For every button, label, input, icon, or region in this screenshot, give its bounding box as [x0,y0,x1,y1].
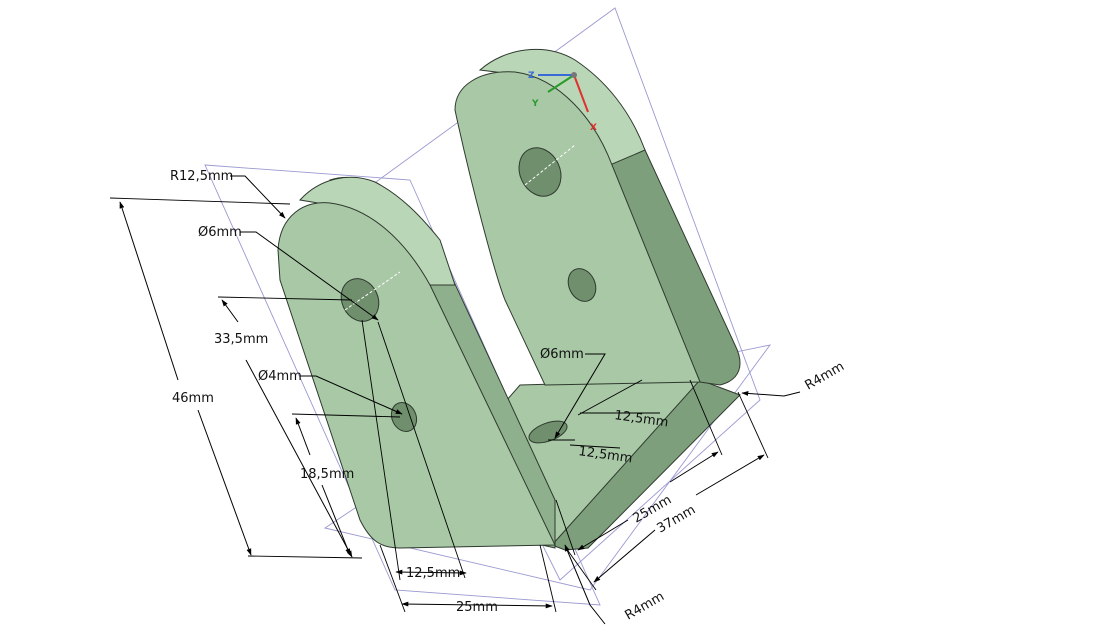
bracket-part [277,48,741,551]
dim-base37-line-a [695,454,765,496]
dim-dia-upper-leader [240,231,379,321]
dim-r4-right-leader [741,391,801,397]
axis-y-label: Y [531,99,539,109]
ext-125-b [377,321,466,579]
dim-46-line-b [197,409,252,556]
ext-base37-b [565,547,597,591]
axis-z-label: Z [528,71,535,81]
dim-46-text: 46mm [172,391,214,406]
dim-25-line [401,601,553,609]
dim-dia-lower-leader [300,375,403,415]
dim-46-line-a [119,201,179,381]
ext-base25-b [555,499,576,556]
dim-base-125-b-text: 12,5mm [577,444,633,466]
dim-r4-right-text: R4mm [803,359,847,393]
hole-axis-left [344,271,401,311]
dim-185-line-b [321,484,351,556]
dim-base-125-a-text: 12,5mm [613,408,669,430]
ext-base-125-a [577,379,643,416]
dim-125-line [395,569,467,576]
axis-y-line [547,74,575,93]
ext-46-bottom [247,555,363,559]
dim-25-text: 25mm [456,600,498,615]
dim-185-text: 18,5mm [300,467,354,482]
dim-base25-line-a [669,451,719,483]
axis-origin [571,72,577,78]
hole-axis-right [524,144,576,186]
ext-25-a [379,544,406,613]
dim-335-line-a [221,299,239,323]
dim-r-top-text: R12,5mm [170,169,233,184]
dim-dia-upper-text: Ø6mm [198,225,242,240]
dim-r4-bottom-text: R4mm [623,589,667,623]
dim-base25-line-b [577,519,629,551]
ext-base37-a [737,391,769,459]
dim-r-top-leader [230,175,286,219]
plane-left [204,164,601,606]
dim-335-line-b [245,359,353,558]
dim-r4-bottom-leader [564,544,606,625]
base-front-face [551,379,741,551]
dim-base37-line-b [593,529,656,583]
upper-hole-left [340,278,380,322]
dim-base-dia-text: Ø6mm [540,347,584,362]
ext-185-top [291,413,401,418]
ext-125-a [361,319,401,581]
axis-triad: Z X Y [528,71,597,133]
upper-hole-right [518,147,562,197]
dim-dia-lower-text: Ø4mm [258,369,302,384]
right-plate-front [454,71,701,386]
dim-335-text: 33,5mm [214,332,268,347]
lower-hole-right [567,268,597,302]
ext-base25-a [689,379,723,456]
axis-x-label: X [590,123,597,133]
dim-185-line-a [295,417,311,456]
axis-x-line [573,74,589,113]
ext-25-b [539,544,557,613]
dim-base-125-b-line2 [569,444,621,449]
ext-46-top [109,197,291,205]
dim-125-text: 12,5mm [406,566,460,581]
dim-base-dia-leader [554,353,606,439]
ext-335-top [217,296,353,301]
